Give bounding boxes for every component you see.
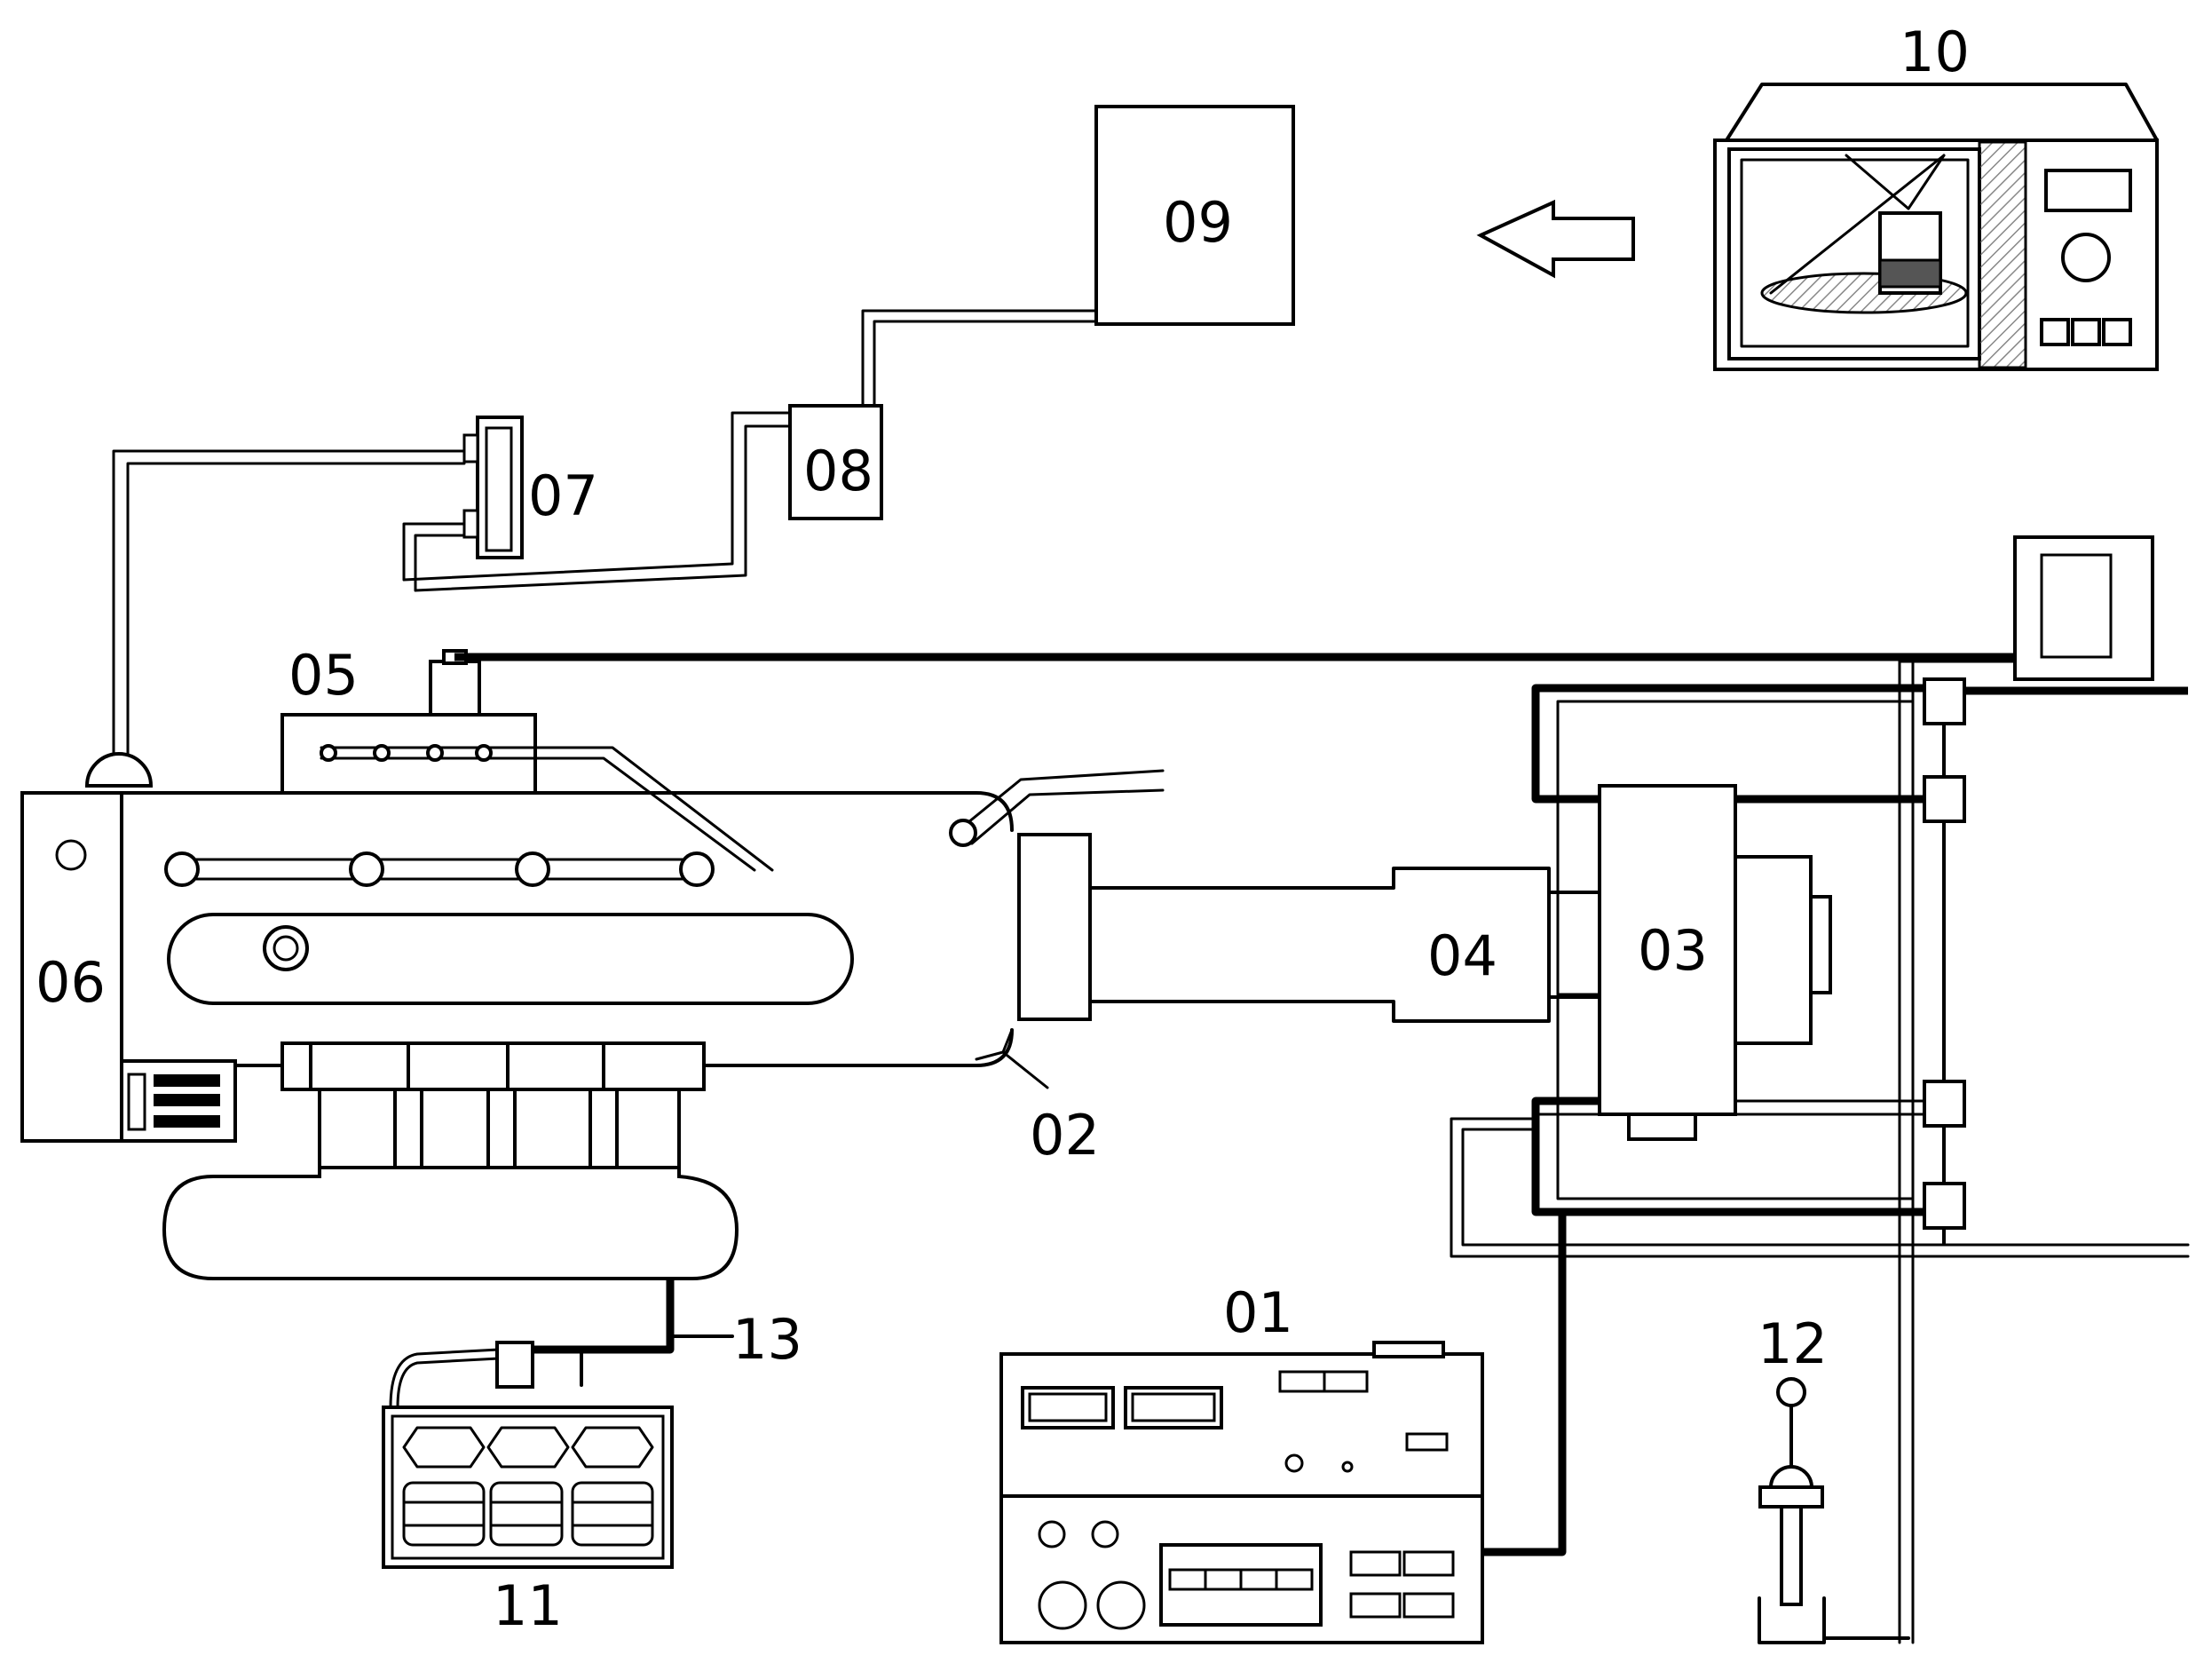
label-12: 12 — [1758, 1311, 1828, 1376]
label-03: 03 — [1638, 918, 1708, 983]
label-08: 08 — [803, 439, 873, 503]
unit-05: 05 — [280, 643, 774, 872]
box-09: 09 — [1094, 105, 1295, 326]
label-07: 07 — [528, 463, 598, 528]
box-08: 08 — [788, 404, 883, 520]
dynamometer-03: 03 — [1598, 784, 1832, 1141]
unit-04: 04 — [1427, 891, 1601, 999]
label-11: 11 — [493, 1573, 563, 1638]
throttle-actuator-12: 12 — [1758, 1311, 1910, 1644]
connector-07: 07 — [462, 416, 598, 559]
label-04: 04 — [1427, 923, 1497, 988]
engine-body — [120, 791, 1014, 1143]
label-06: 06 — [36, 950, 106, 1015]
label-13: 13 — [732, 1307, 802, 1372]
label-09: 09 — [1163, 190, 1233, 255]
control-console-01: 01 — [999, 1280, 1484, 1644]
label-10: 10 — [1900, 20, 1970, 84]
label-02: 02 — [1030, 1103, 1100, 1168]
controller-06: 06 — [20, 791, 123, 1143]
microwave-oven-10: 10 — [1713, 20, 2159, 371]
coupling-02: 02 — [975, 833, 1100, 1168]
label-05: 05 — [288, 643, 359, 708]
fuel-meter-11: 11 — [382, 1341, 674, 1638]
left-arrow-icon — [1476, 199, 1635, 279]
label-01: 01 — [1223, 1280, 1293, 1345]
